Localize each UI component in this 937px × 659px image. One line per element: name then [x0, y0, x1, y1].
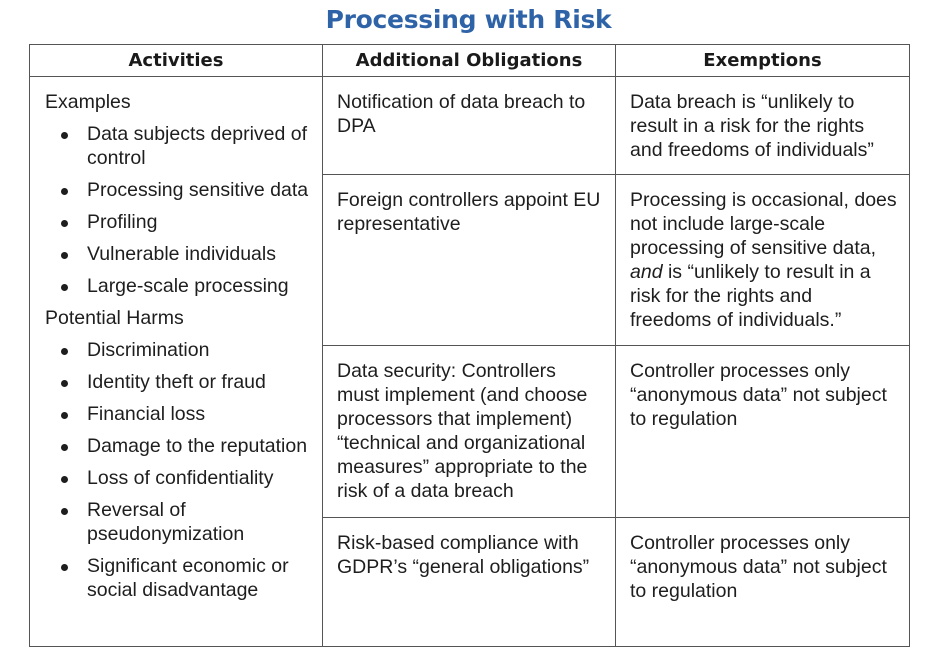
bullet-icon: [61, 220, 68, 227]
exemption-text: Processing is occasional, does not inclu…: [630, 189, 897, 259]
exemption-cell: Processing is occasional, does not inclu…: [615, 174, 910, 346]
examples-label: Examples: [45, 91, 131, 113]
exemption-cell: Data breach is “unlikely to result in a …: [615, 76, 910, 175]
list-item: Damage to the reputation: [45, 434, 314, 458]
exemption-text: is “unlikely to result in a risk for the…: [630, 261, 871, 331]
bullet-icon: [61, 444, 68, 451]
bullet-icon: [61, 380, 68, 387]
harm-text: Financial loss: [87, 403, 206, 425]
harms-label: Potential Harms: [45, 307, 184, 329]
activities-cell: Examples Data subjects deprived of contr…: [29, 76, 323, 647]
example-text: Processing sensitive data: [87, 179, 309, 201]
example-text: Large-scale processing: [87, 275, 289, 297]
table-row: Risk-based compliance with GDPR’s “gener…: [30, 517, 910, 647]
list-item: Reversal of pseudonymization: [45, 498, 314, 546]
page-title: Processing with Risk: [325, 5, 612, 34]
list-item: Discrimination: [45, 338, 314, 362]
list-item: Loss of confidentiality: [45, 466, 314, 490]
harm-text: Damage to the reputation: [87, 435, 308, 457]
obligation-cell: Data security: Controllers must implemen…: [322, 345, 616, 518]
examples-list: Data subjects deprived of control Proces…: [45, 122, 314, 298]
bullet-icon: [61, 348, 68, 355]
bullet-icon: [61, 476, 68, 483]
exemption-cell: Controller processes only “anonymous dat…: [615, 345, 910, 518]
table-row: Foreign controllers appoint EU represent…: [30, 174, 910, 346]
harm-text: Loss of confidentiality: [87, 467, 274, 489]
obligation-cell: Foreign controllers appoint EU represent…: [322, 174, 616, 346]
bullet-icon: [61, 132, 68, 139]
list-item: Financial loss: [45, 402, 314, 426]
harms-list: Discrimination Identity theft or fraud F…: [45, 338, 314, 602]
table-row: Examples Data subjects deprived of contr…: [29, 76, 910, 647]
list-item: Profiling: [45, 210, 314, 234]
harm-text: Significant economic or social disadvant…: [87, 555, 289, 601]
list-item: Identity theft or fraud: [45, 370, 314, 394]
bullet-icon: [61, 284, 68, 291]
header-exemptions: Exemptions: [615, 44, 910, 77]
list-item: Data subjects deprived of control: [45, 122, 314, 170]
bullet-icon: [61, 508, 68, 515]
example-text: Vulnerable individuals: [87, 243, 276, 265]
example-text: Profiling: [87, 211, 158, 233]
bullet-icon: [61, 252, 68, 259]
obligation-cell: Notification of data breach to DPA: [322, 76, 616, 175]
harm-text: Discrimination: [87, 339, 210, 361]
header-activities: Activities: [29, 44, 323, 77]
example-text: Data subjects deprived of control: [87, 123, 308, 169]
header-row: Activities Additional Obligations Exempt…: [29, 44, 910, 77]
list-item: Processing sensitive data: [45, 178, 314, 202]
obligation-cell: Risk-based compliance with GDPR’s “gener…: [322, 517, 616, 647]
harm-text: Reversal of pseudonymization: [87, 499, 245, 545]
bullet-icon: [61, 564, 68, 571]
list-item: Vulnerable individuals: [45, 242, 314, 266]
header-obligations: Additional Obligations: [322, 44, 616, 77]
exemption-emphasis: and: [630, 261, 663, 283]
harm-text: Identity theft or fraud: [87, 371, 266, 393]
risk-table: Activities Additional Obligations Exempt…: [29, 44, 910, 647]
list-item: Significant economic or social disadvant…: [45, 554, 314, 602]
exemption-cell: Controller processes only “anonymous dat…: [615, 517, 910, 647]
bullet-icon: [61, 188, 68, 195]
list-item: Large-scale processing: [45, 274, 314, 298]
bullet-icon: [61, 412, 68, 419]
